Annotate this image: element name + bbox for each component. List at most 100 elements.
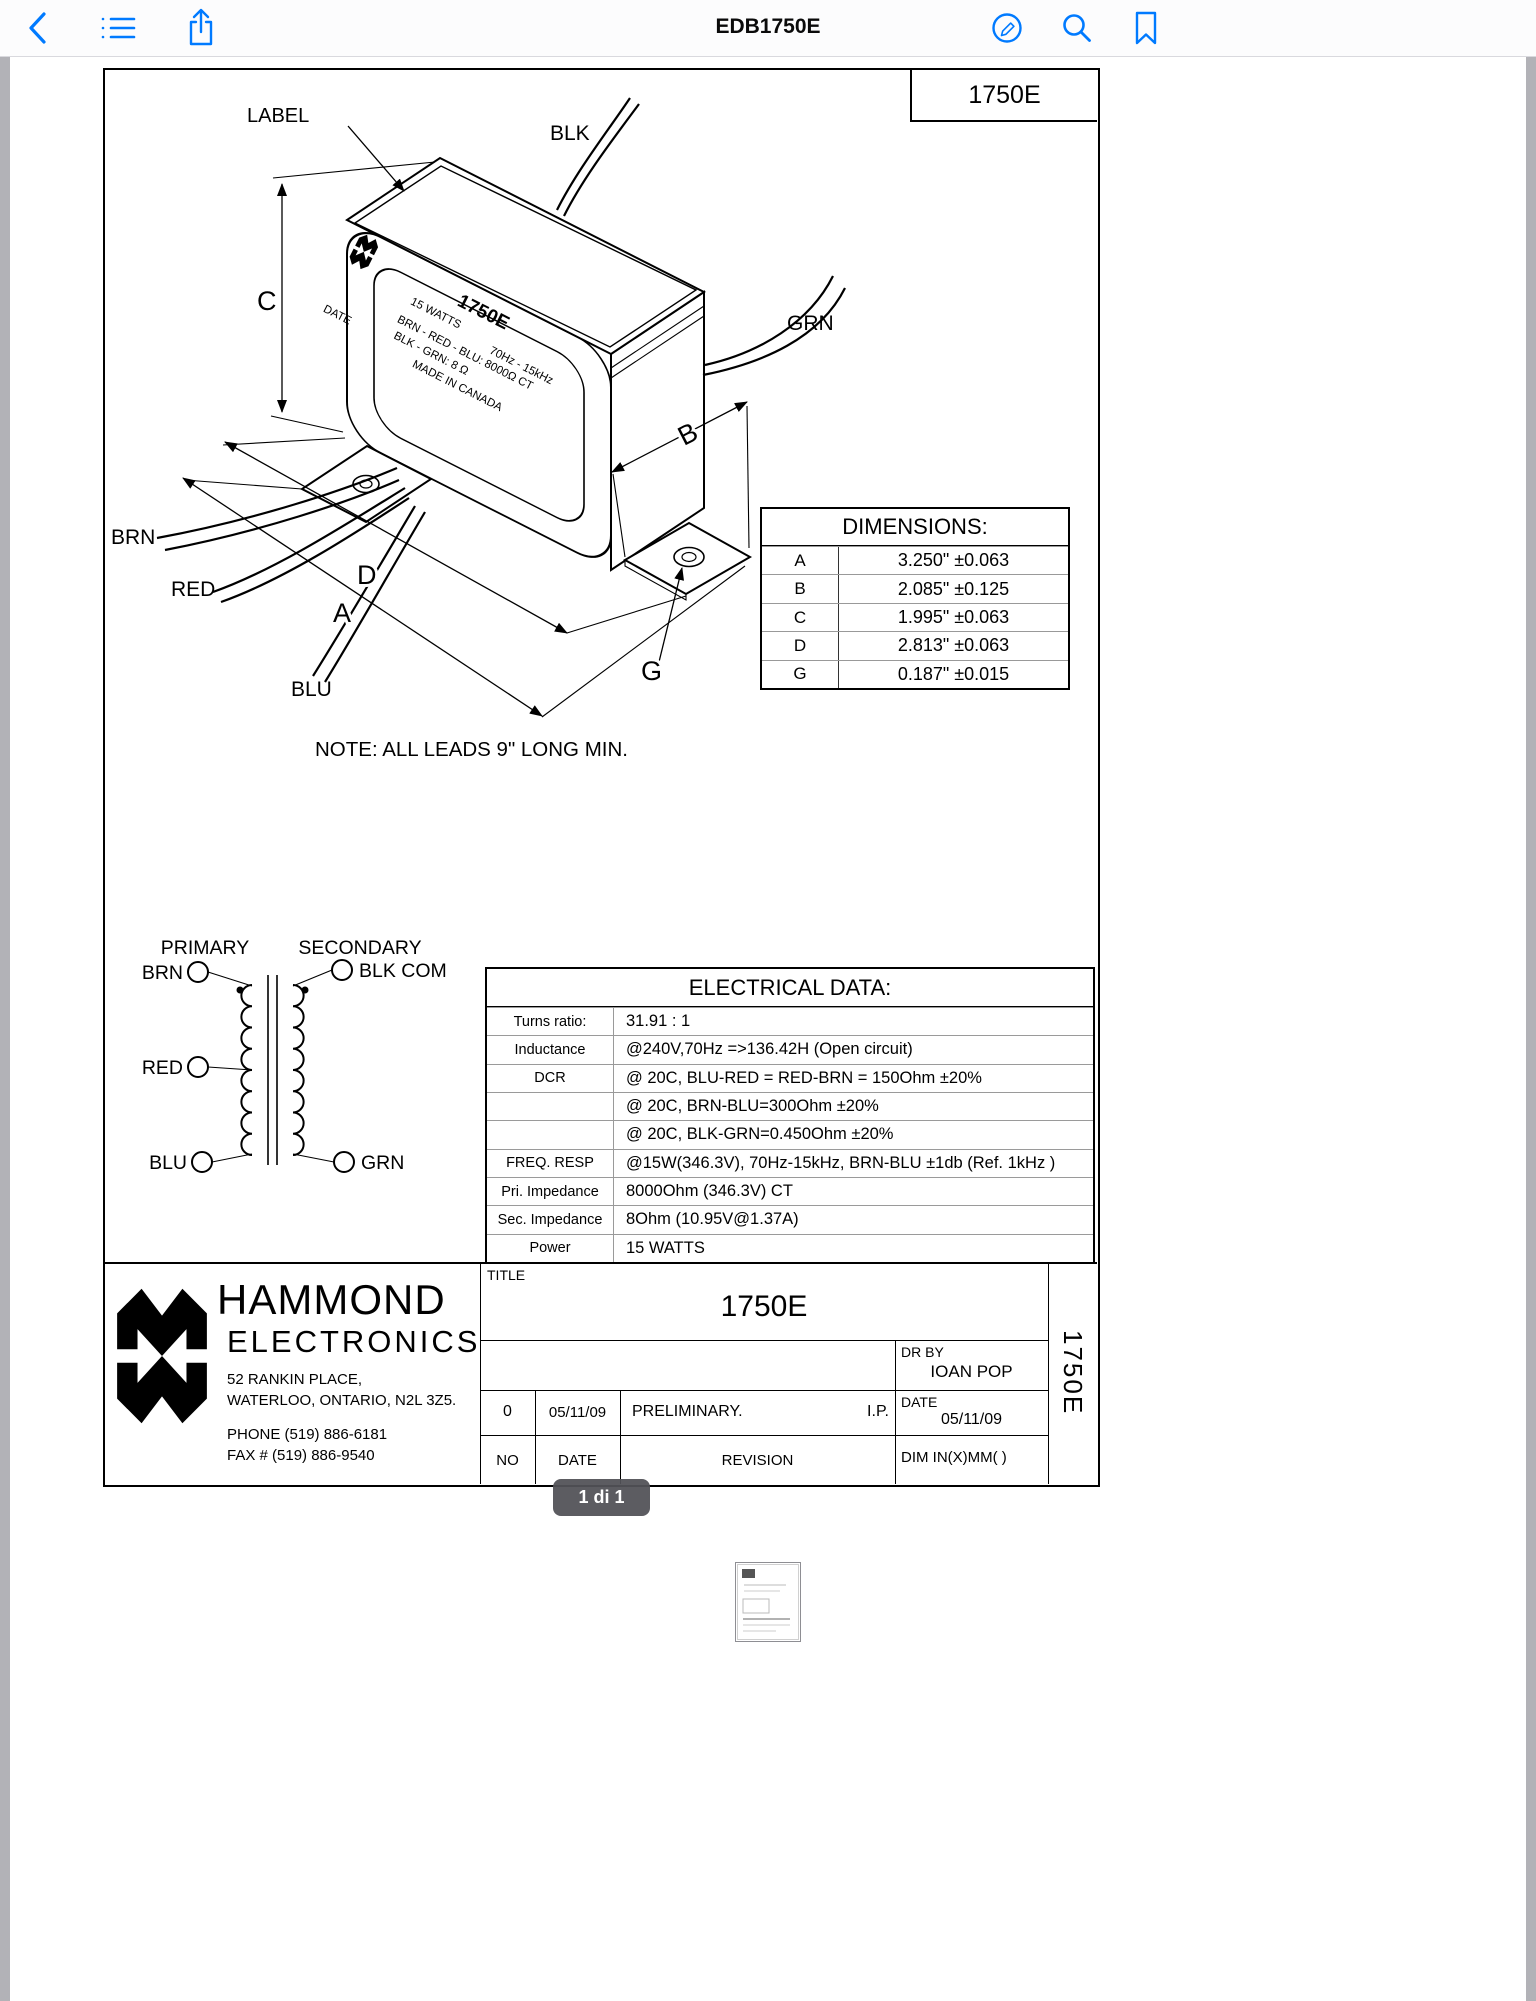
row-label: DCR <box>487 1064 614 1092</box>
terminal-blk <box>331 959 353 981</box>
share-icon[interactable] <box>186 8 216 48</box>
doc-number-box: 1750E <box>910 70 1097 122</box>
toolbar: EDB1750E <box>0 0 1536 57</box>
dr-by-value: IOAN POP <box>930 1362 1013 1381</box>
dim-units-label: DIM IN(X)MM( ) <box>901 1449 1007 1466</box>
divider <box>480 1262 481 1484</box>
page-left-margin <box>0 56 10 2001</box>
dim-value: 1.995" ±0.063 <box>897 607 1010 628</box>
table-row: C 1.995" ±0.063 <box>762 602 1068 632</box>
dim-key: G <box>762 660 839 689</box>
dimensions-title: DIMENSIONS: <box>762 509 1068 546</box>
dr-by-label: DR BY <box>901 1344 944 1360</box>
contents-list-icon[interactable] <box>101 15 137 42</box>
wire-label-blk: BLK <box>550 122 590 145</box>
page-indicator: 1 di 1 <box>553 1479 650 1516</box>
dim-value: 2.813" ±0.063 <box>897 635 1010 656</box>
electrical-data-table: ELECTRICAL DATA: Turns ratio: 31.91 : 1 I… <box>485 967 1095 1264</box>
schematic-label-grn: GRN <box>361 1152 404 1174</box>
table-row: B 2.085" ±0.125 <box>762 574 1068 603</box>
rev-description: PRELIMINARY. <box>632 1403 743 1420</box>
page-thumbnail[interactable] <box>735 1562 801 1642</box>
company-subname: ELECTRONICS <box>227 1324 481 1359</box>
wire-label-brn: BRN <box>111 526 155 549</box>
wire-label-blu: BLU <box>291 678 332 701</box>
table-row: FREQ. RESP@15W(346.3V), 70Hz-15kHz, BRN-… <box>487 1148 1093 1177</box>
schematic-label-blu: BLU <box>149 1152 187 1174</box>
row-label: Inductance <box>487 1036 614 1064</box>
row-value: 31.91 : 1 <box>626 1012 691 1031</box>
primary-heading: PRIMARY <box>161 937 250 959</box>
doc-number: 1750E <box>968 80 1041 109</box>
dim-value: 0.187" ±0.015 <box>897 663 1010 684</box>
dim-key: B <box>762 575 839 603</box>
row-label: Power <box>487 1234 614 1262</box>
dim-key: D <box>762 632 839 660</box>
dim-key: C <box>762 603 839 632</box>
terminal-blu <box>191 1151 213 1173</box>
row-value: @240V,70Hz =>136.42H (Open circuit) <box>626 1040 913 1059</box>
row-label <box>487 1092 614 1121</box>
row-label <box>487 1121 614 1149</box>
row-value: 15 WATTS <box>626 1238 705 1257</box>
row-value: @ 20C, BRN-BLU=300Ohm ±20% <box>626 1097 879 1116</box>
wire-label-red: RED <box>171 578 215 601</box>
table-row: A 3.250" ±0.063 <box>762 546 1068 575</box>
leads-note: NOTE: ALL LEADS 9" LONG MIN. <box>315 738 628 761</box>
polarity-dot-secondary <box>301 986 309 994</box>
label-callout: LABEL <box>247 105 309 127</box>
terminal-brn <box>187 961 209 983</box>
company-phone: PHONE (519) 886-6181 <box>227 1426 388 1443</box>
row-value: @ 20C, BLU-RED = RED-BRN = 150Ohm ±20% <box>626 1068 982 1087</box>
rev-by: I.P. <box>867 1403 889 1420</box>
divider <box>480 1340 1048 1341</box>
page-right-margin <box>1526 56 1536 2001</box>
table-row: @ 20C, BLK-GRN=0.450Ohm ±20% <box>487 1120 1093 1149</box>
terminal-red <box>187 1056 209 1078</box>
dim-letter-a: A <box>333 598 351 628</box>
title-value: 1750E <box>720 1290 808 1323</box>
date-column-label: DATE <box>558 1452 597 1469</box>
dim-letter-g: G <box>641 656 662 686</box>
schematic-label-blk-com: BLK COM <box>359 960 447 982</box>
date-value: 05/11/09 <box>940 1411 1003 1428</box>
markup-icon[interactable] <box>991 12 1024 45</box>
divider <box>535 1390 536 1484</box>
transformer-pictorial: 1750E 15 WATTS 70Hz - 15kHz BRN - RED - … <box>111 97 846 701</box>
row-value: @ 20C, BLK-GRN=0.450Ohm ±20% <box>626 1125 894 1144</box>
table-row: DCR @ 20C, BLU-RED = RED-BRN = 150Ohm ±20… <box>487 1063 1093 1092</box>
divider <box>1048 1262 1049 1484</box>
schematic-label-brn: BRN <box>142 962 183 984</box>
wire-label-grn: GRN <box>787 312 834 335</box>
row-label: Turns ratio: <box>487 1008 614 1036</box>
divider <box>895 1340 896 1484</box>
drawing-sheet: 1750E 15 WATTS 70Hz - 15kHz BRN - RED - … <box>103 68 1100 1487</box>
dimensions-table: DIMENSIONS: A 3.250" ±0.063 B 2.085" ±0.12… <box>760 507 1070 690</box>
technical-drawing: 1750E 15 WATTS 70Hz - 15kHz BRN - RED - … <box>111 97 846 1174</box>
winding-schematic: PRIMARY SECONDARY BRN RED BLU BLK COM GR… <box>142 937 447 1174</box>
bookmark-icon[interactable] <box>1133 11 1160 46</box>
side-drawing-code: 1750E <box>1058 1330 1088 1416</box>
dim-letter-c: C <box>257 286 277 316</box>
rev-date: 05/11/09 <box>548 1404 607 1421</box>
title-label: TITLE <box>487 1267 526 1283</box>
electrical-title: ELECTRICAL DATA: <box>487 969 1093 1007</box>
hammond-logo <box>117 1288 207 1424</box>
revision-column-label: REVISION <box>721 1452 794 1469</box>
primary-coil <box>240 984 253 1156</box>
company-fax: FAX # (519) 886-9540 <box>227 1447 375 1464</box>
dim-value: 3.250" ±0.063 <box>897 550 1010 571</box>
row-value: 8000Ohm (346.3V) CT <box>626 1182 793 1201</box>
no-column-label: NO <box>496 1452 519 1469</box>
row-label: FREQ. RESP <box>487 1149 614 1177</box>
search-icon[interactable] <box>1061 12 1093 44</box>
dim-key: A <box>762 547 839 575</box>
dim-value: 2.085" ±0.125 <box>897 578 1010 599</box>
divider <box>480 1435 1048 1436</box>
table-row: Power 15 WATTS <box>487 1233 1093 1262</box>
back-icon[interactable] <box>27 11 49 45</box>
secondary-coil <box>292 984 305 1156</box>
table-row: D 2.813" ±0.063 <box>762 631 1068 660</box>
date-label: DATE <box>901 1394 938 1410</box>
